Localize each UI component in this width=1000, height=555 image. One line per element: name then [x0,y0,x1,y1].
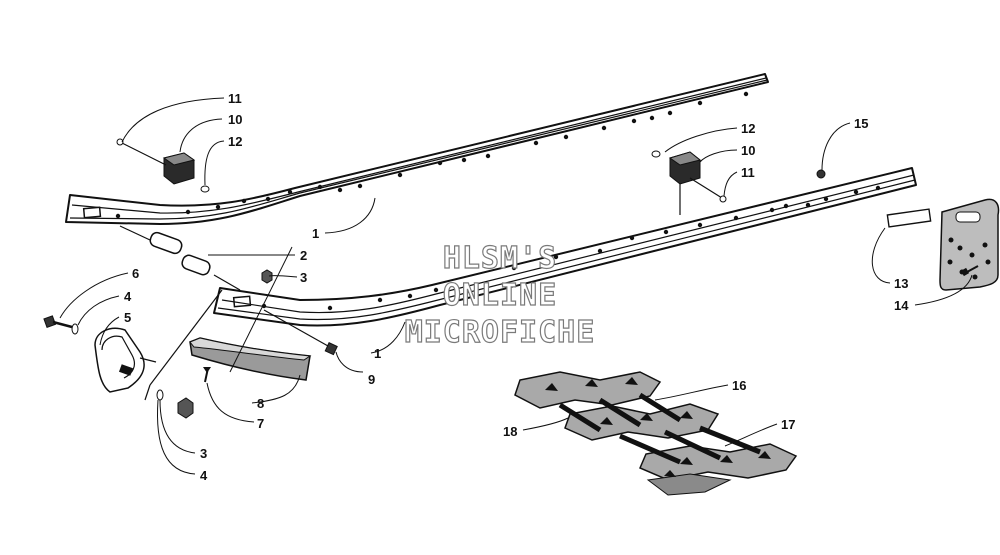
callout-rail-upper: 1 [312,226,319,241]
callout-block-left: 10 [228,112,242,127]
track-assembly [514,371,798,496]
front-bolt [43,315,73,329]
callout-rail-lower: 1 [374,346,381,361]
bracket-connector-lines [139,289,223,401]
callout-plate-bolt: 14 [894,298,909,313]
plate-bolt [960,265,979,277]
callout-rivet: 15 [854,116,868,131]
end-plate [939,198,1000,291]
callout-washer-upper: 4 [124,289,132,304]
lower-slide-rail [213,167,917,327]
upper-slide-rail [65,73,769,225]
spacer-block-left [116,138,210,193]
callout-spacer-plate: 13 [894,276,908,291]
callout-nut-upper: 3 [300,270,307,285]
callout-track-clip: 17 [781,417,795,432]
callout-track-bar: 18 [503,424,517,439]
track-lugs [545,377,771,477]
callout-labels: 11 10 12 1 2 3 6 4 5 1 9 8 7 3 4 12 10 1… [124,91,909,483]
lower-washer [156,389,164,401]
callout-track: 16 [732,378,746,393]
callout-leaders [59,97,973,475]
lower-nut [177,397,194,419]
watermark-line-3: MICROFICHE [405,315,596,350]
callout-clip-right: 12 [741,121,755,136]
callout-block-right: 10 [741,143,755,158]
wear-strip [189,337,312,381]
lower-rail-holes [261,185,881,311]
watermark: HLSM'S ONLINE MICROFICHE [404,240,596,350]
spacer-plate [886,208,932,228]
callout-spacer: 2 [300,248,307,263]
front-washer-upper [71,323,79,335]
callout-bolt-center: 9 [368,372,375,387]
track-bars [558,392,761,465]
callout-screw: 7 [257,416,264,431]
callout-bolt-left: 6 [132,266,139,281]
callout-washer-lower: 4 [200,468,208,483]
front-bracket [94,327,145,393]
callout-rod-left: 11 [228,91,242,106]
upper-nut [261,269,273,284]
callout-nut-lower: 3 [200,446,207,461]
spacer-block-right [651,150,727,203]
screw [203,367,211,383]
callout-rod-right: 11 [741,165,755,180]
callout-clip-left: 12 [228,134,242,149]
upper-rail-holes [115,91,749,219]
callout-wear-strip: 8 [257,396,264,411]
callout-bracket: 5 [124,310,131,325]
watermark-line-2: ONLINE [443,278,557,313]
watermark-line-1: HLSM'S [443,241,557,276]
center-bolt [263,309,338,356]
rivet [816,169,826,179]
